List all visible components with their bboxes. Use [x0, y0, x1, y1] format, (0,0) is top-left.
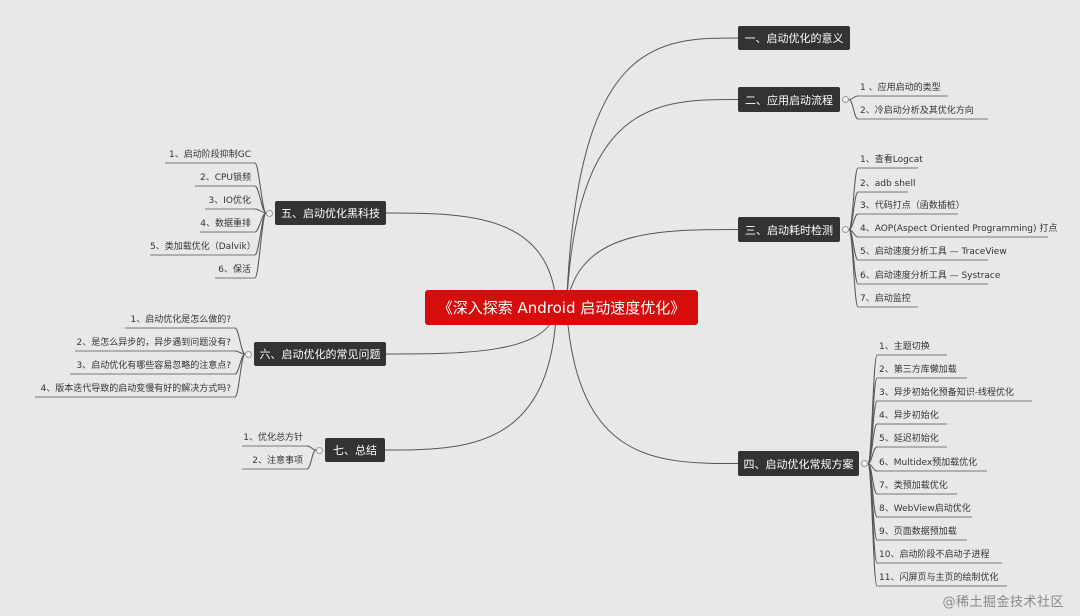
leaf-item[interactable]: 1 、应用启动的类型	[860, 83, 941, 93]
leaf-item[interactable]: 2、adb shell	[860, 179, 916, 189]
connector-line	[848, 99, 859, 120]
leaf-item[interactable]: 2、是怎么异步的，异步遇到问题没有?	[76, 338, 231, 348]
leaf-item[interactable]: 4、AOP(Aspect Oriented Programming) 打点	[860, 224, 1058, 234]
leaf-item[interactable]: 6、Multidex预加载优化	[879, 458, 978, 468]
connector-line	[566, 37, 739, 308]
leaf-item[interactable]: 6、启动速度分析工具 — Systrace	[860, 271, 1001, 281]
connector-line	[867, 423, 878, 464]
leaf-item[interactable]: 1、启动阶段抑制GC	[169, 150, 251, 160]
connector-line	[254, 185, 267, 214]
connector-line	[254, 162, 267, 214]
connector-line	[566, 307, 739, 464]
leaf-item[interactable]: 1、查看Logcat	[860, 155, 923, 165]
connector-line	[848, 229, 859, 308]
connector-line	[867, 463, 878, 587]
leaf-item[interactable]: 1、优化总方针	[243, 433, 303, 443]
branch-node-6[interactable]: 六、启动优化的常见问题	[254, 342, 386, 366]
leaf-item[interactable]: 5、类加载优化（Dalvik）	[150, 242, 256, 252]
central-topic[interactable]: 《深入探索 Android 启动速度优化》	[425, 290, 698, 325]
leaf-item[interactable]: 10、启动阶段不启动子进程	[879, 550, 990, 560]
collapse-toggle[interactable]	[842, 226, 849, 233]
leaf-item[interactable]: 6、保活	[218, 265, 251, 275]
collapse-toggle[interactable]	[861, 460, 868, 467]
leaf-item[interactable]: 9、页面数据预加载	[879, 527, 957, 537]
branch-node-4[interactable]: 四、启动优化常规方案	[738, 451, 859, 476]
connector-line	[254, 212, 267, 279]
leaf-item[interactable]: 3、启动优化有哪些容易忽略的注意点?	[76, 361, 231, 371]
collapse-toggle[interactable]	[266, 209, 273, 217]
leaf-item[interactable]: 3、代码打点（函数插桩）	[860, 201, 965, 211]
connector-line	[566, 229, 739, 308]
leaf-item[interactable]: 8、WebView启动优化	[879, 504, 971, 514]
connector-line	[848, 191, 859, 230]
leaf-item[interactable]: 1、主题切换	[879, 342, 930, 352]
leaf-item[interactable]: 2、注意事项	[252, 456, 303, 466]
connector-line	[848, 229, 859, 285]
leaf-item[interactable]: 4、数据重排	[200, 219, 251, 229]
leaf-item[interactable]: 5、启动速度分析工具 — TraceView	[860, 247, 1007, 257]
collapse-toggle[interactable]	[245, 350, 252, 358]
connector-line	[385, 212, 557, 308]
connector-line	[234, 353, 246, 398]
leaf-item[interactable]: 2、CPU锁频	[199, 173, 251, 183]
connector-line	[234, 327, 246, 355]
leaf-item[interactable]: 2、冷启动分析及其优化方向	[860, 106, 974, 116]
leaf-item[interactable]: 4、异步初始化	[879, 411, 939, 421]
connector-line	[848, 95, 859, 100]
connector-line	[848, 213, 859, 230]
branch-node-5[interactable]: 五、启动优化黑科技	[275, 201, 386, 225]
connector-line	[306, 445, 317, 451]
connector-line	[867, 377, 878, 464]
leaf-item[interactable]: 7、类预加载优化	[879, 481, 948, 491]
branch-node-1[interactable]: 一、启动优化的意义	[738, 26, 850, 50]
branch-node-3[interactable]: 三、启动耗时检测	[738, 217, 840, 242]
leaf-item[interactable]: 5、延迟初始化	[879, 434, 939, 444]
leaf-item[interactable]: 4、版本迭代导致的启动变慢有好的解决方式吗?	[40, 384, 231, 394]
watermark: @稀土掘金技术社区	[942, 595, 1064, 610]
leaf-item[interactable]: 7、启动监控	[860, 294, 911, 304]
connector-line	[566, 99, 739, 308]
leaf-item[interactable]: 3、IO优化	[208, 196, 251, 206]
branch-node-2[interactable]: 二、应用启动流程	[738, 87, 840, 112]
branch-node-7[interactable]: 七、总结	[325, 438, 385, 462]
leaf-item[interactable]: 11、闪屏页与主页的绘制优化	[879, 573, 999, 583]
leaf-item[interactable]: 2、第三方库懒加载	[879, 365, 957, 375]
leaf-item[interactable]: 3、异步初始化预备知识-线程优化	[879, 388, 1014, 398]
connector-line	[384, 307, 557, 451]
connector-line	[306, 449, 317, 470]
collapse-toggle[interactable]	[316, 446, 323, 454]
leaf-item[interactable]: 1、启动优化是怎么做的?	[130, 315, 231, 325]
connector-line	[867, 446, 878, 464]
collapse-toggle[interactable]	[842, 96, 849, 103]
